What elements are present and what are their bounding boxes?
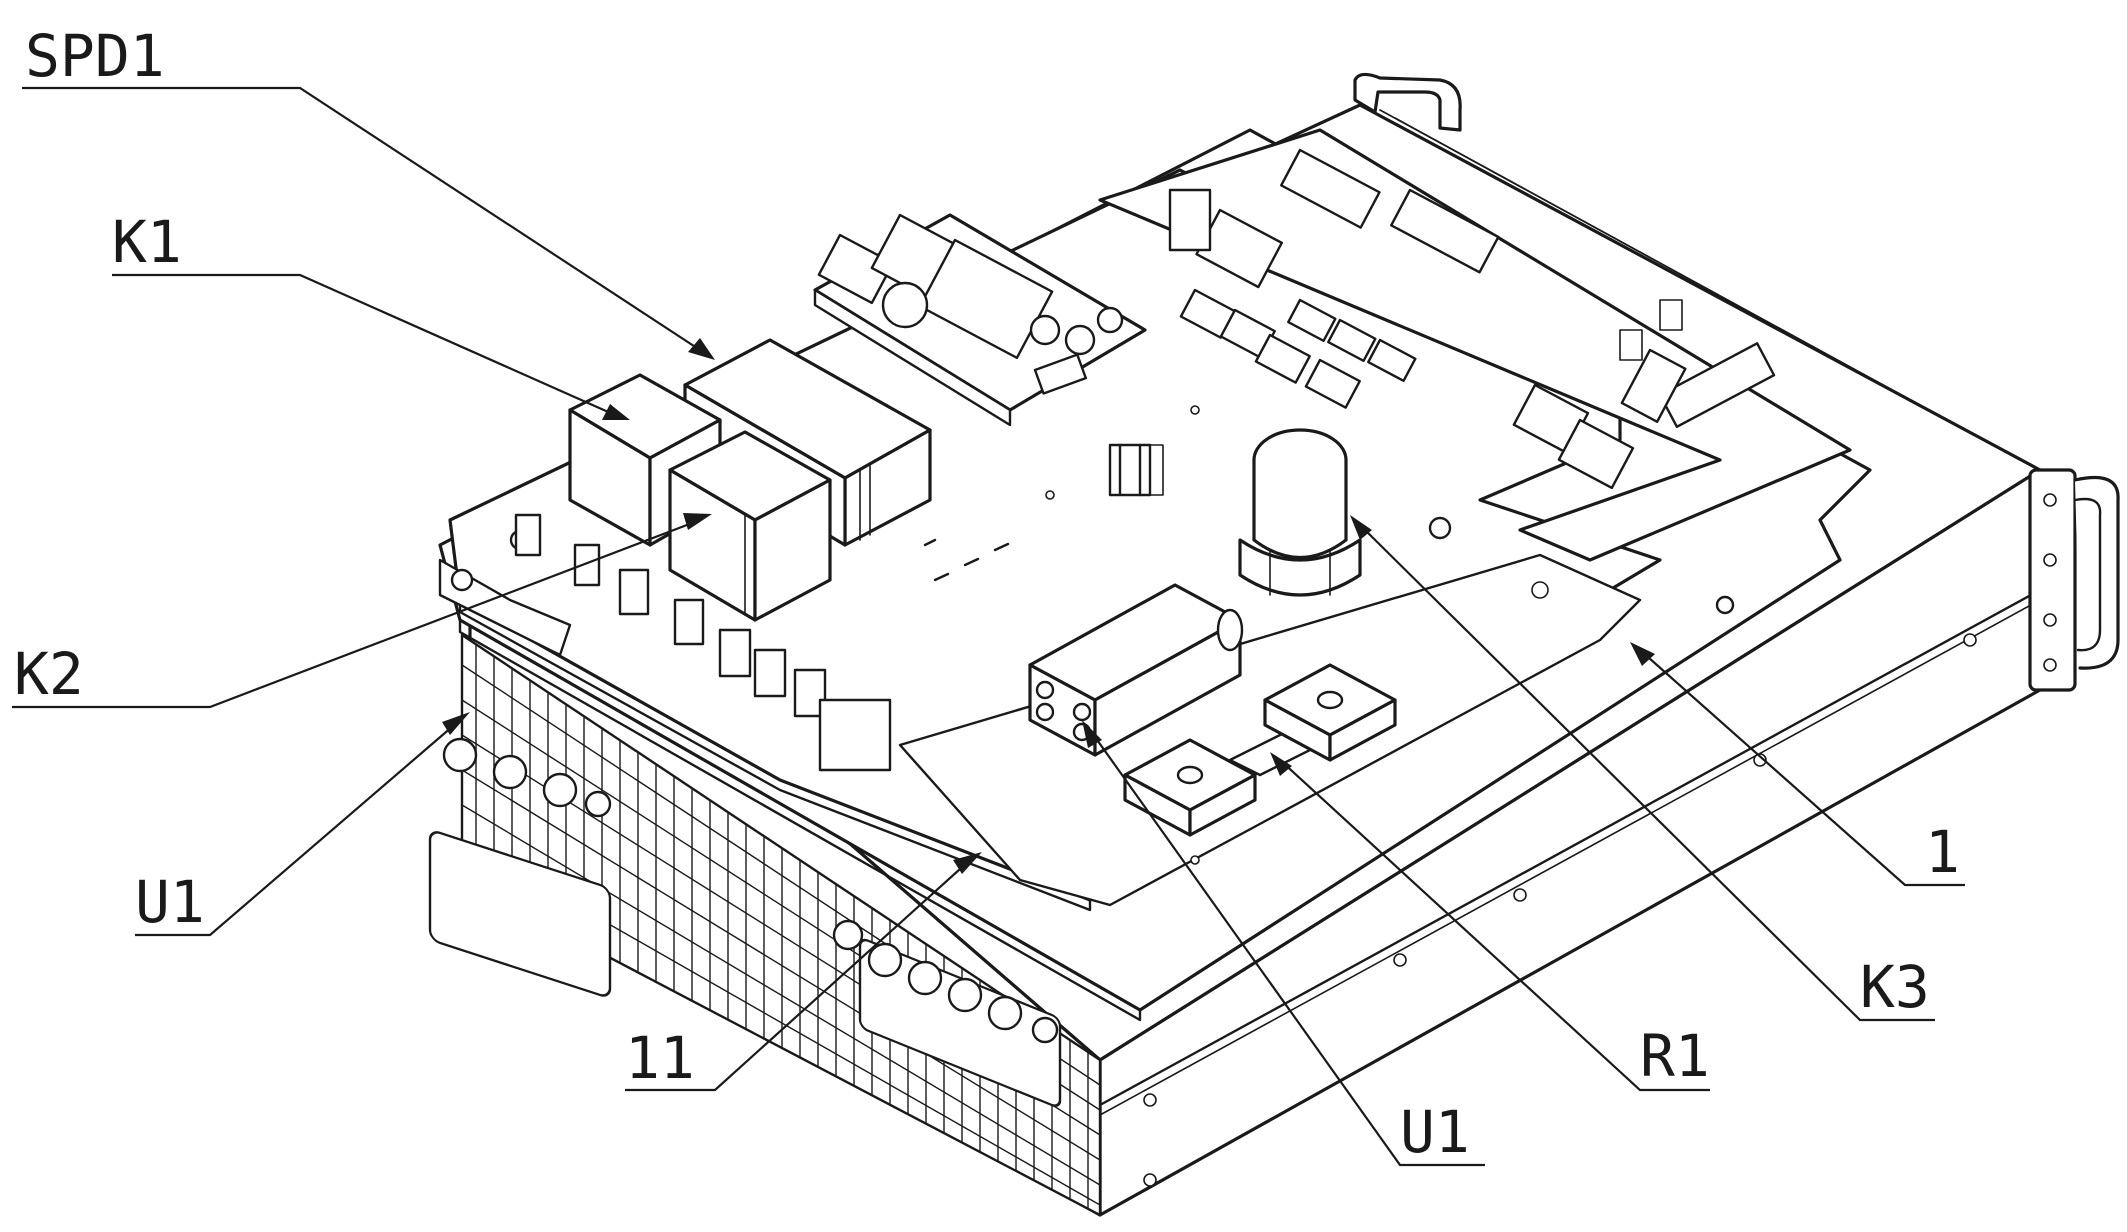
label-spd1: SPD1 — [25, 22, 165, 90]
k3-component — [1240, 430, 1360, 595]
label-k3: K3 — [1860, 953, 1930, 1021]
label-r1: R1 — [1640, 1022, 1710, 1090]
label-k1: K1 — [112, 208, 182, 276]
label-1: 1 — [1925, 818, 1960, 886]
label-u1-left: U1 — [135, 868, 205, 936]
rack-handle-front — [2030, 470, 2118, 690]
label-k2: K2 — [14, 640, 84, 708]
label-11: 11 — [625, 1024, 695, 1092]
center-connector — [1110, 445, 1150, 495]
label-u1-bottom: U1 — [1400, 1098, 1470, 1166]
